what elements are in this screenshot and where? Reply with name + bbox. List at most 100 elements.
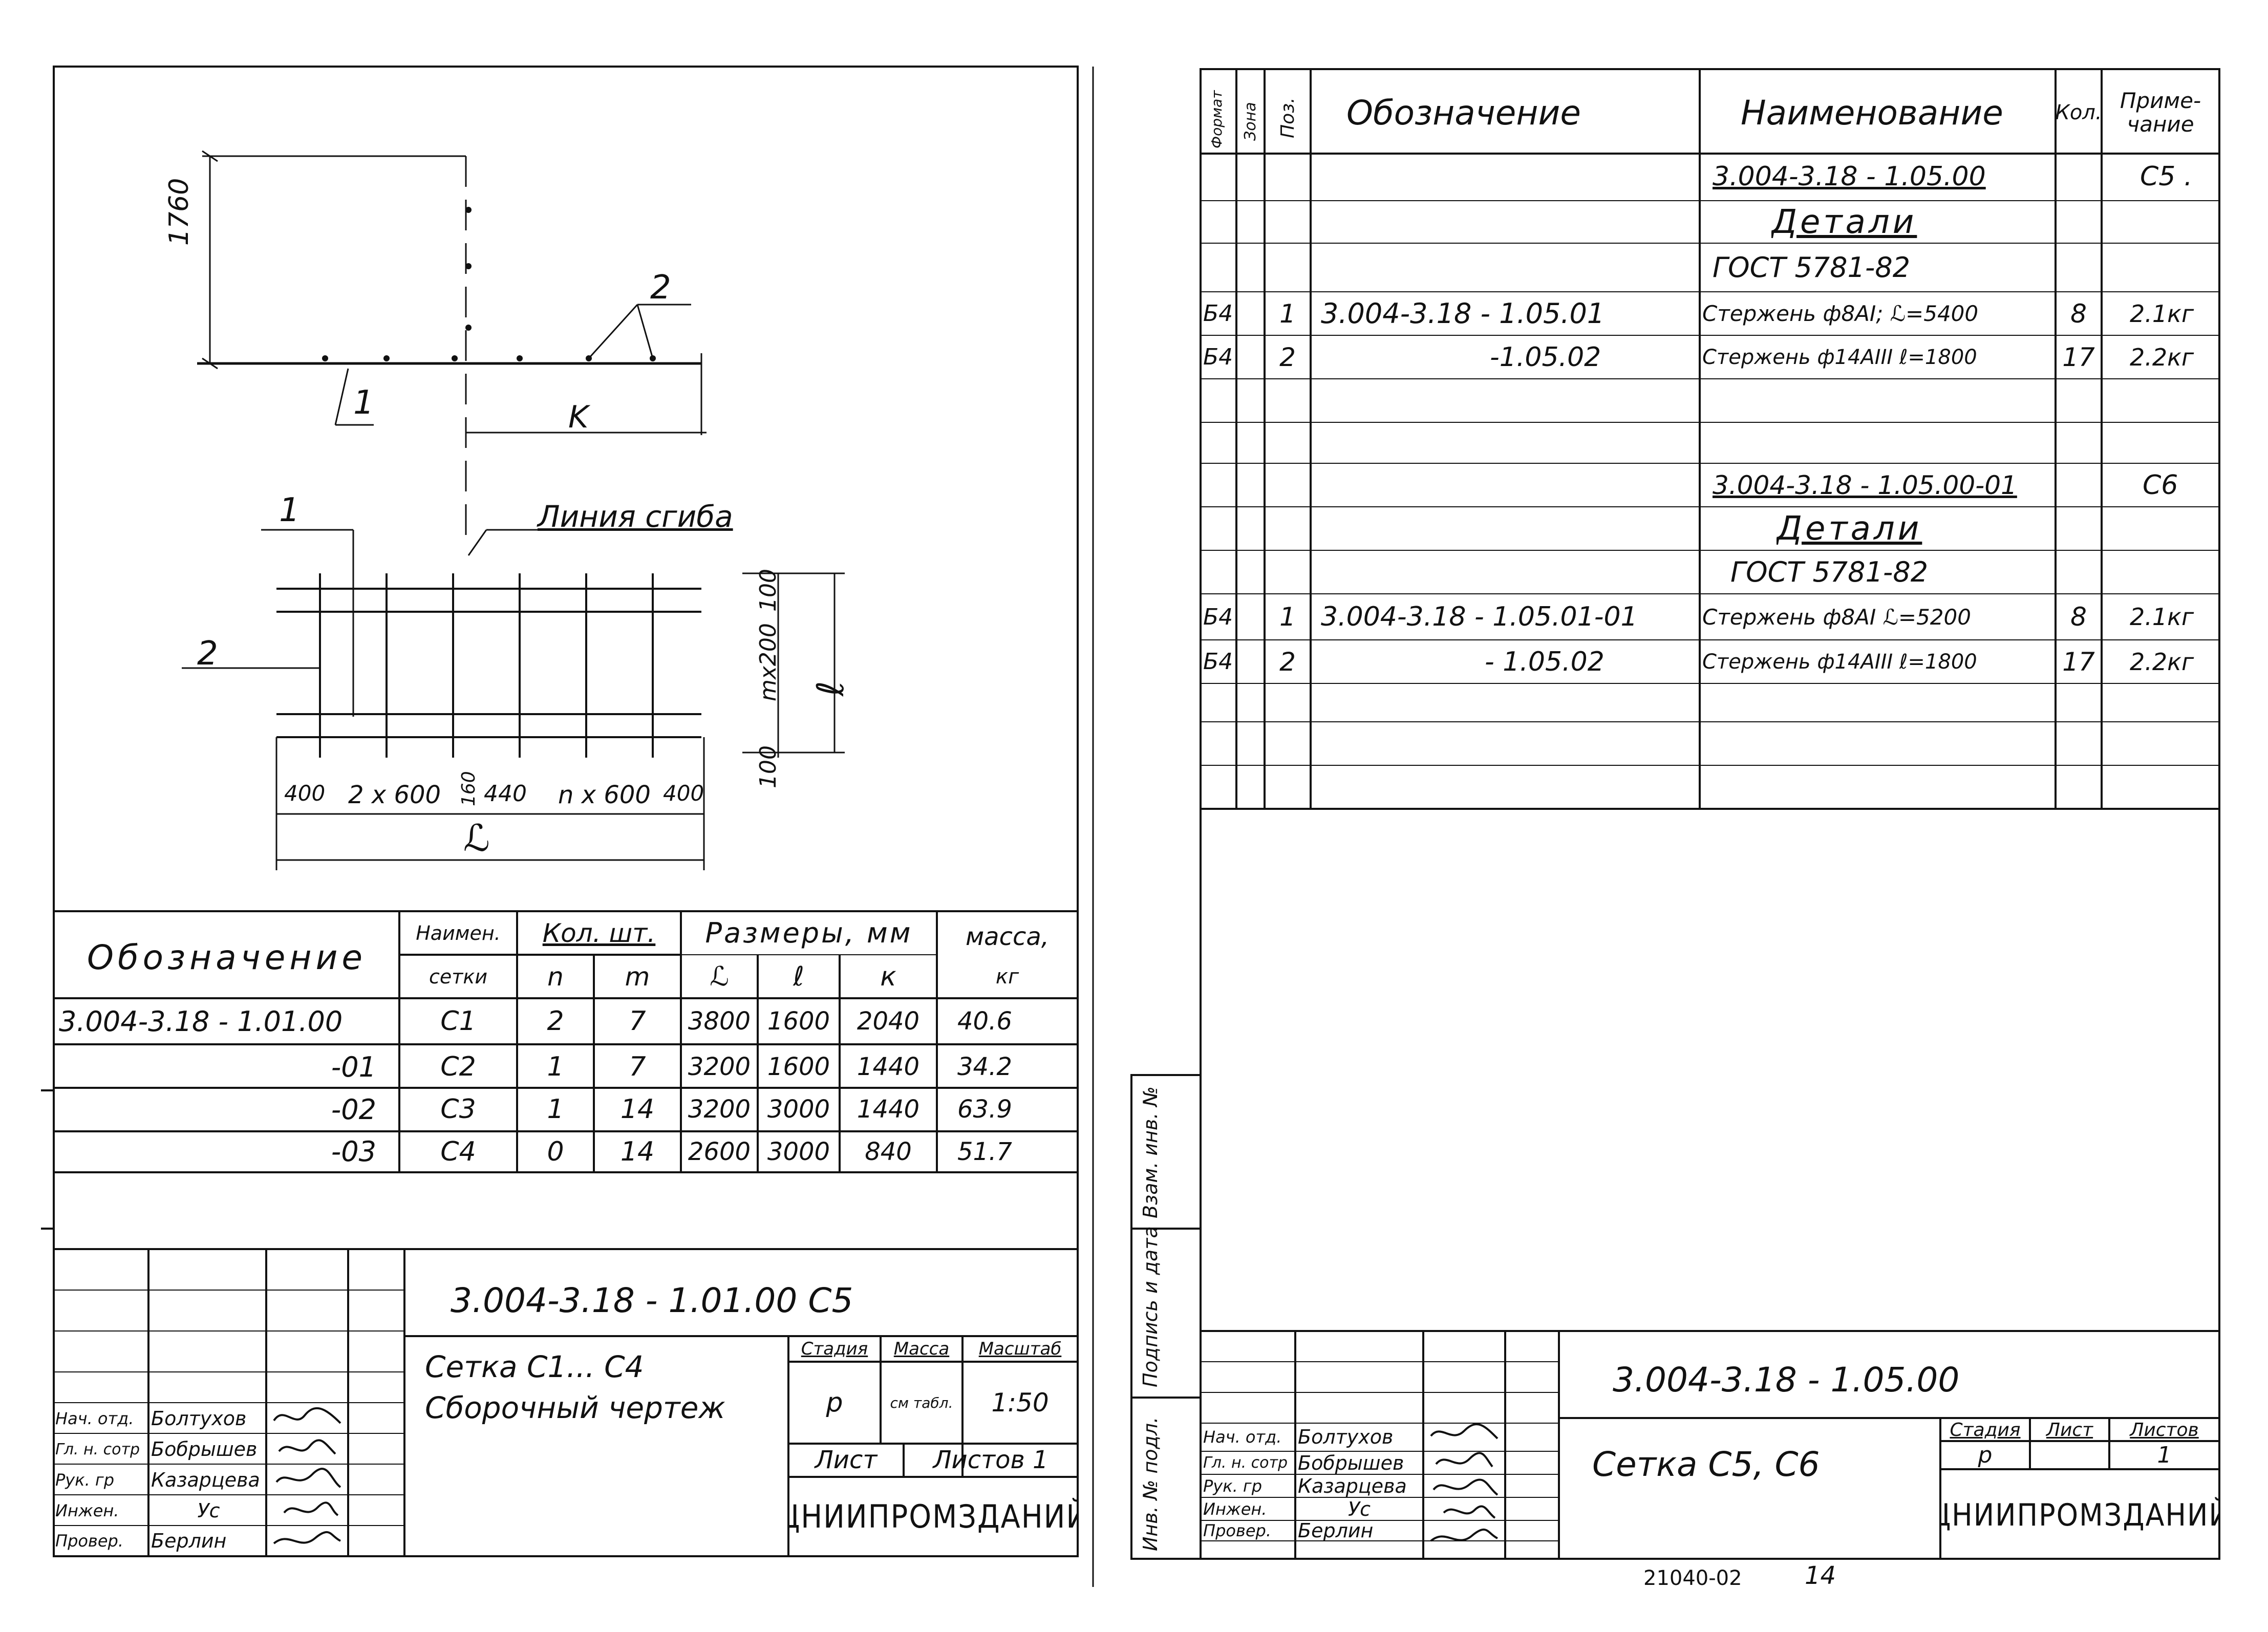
spec-designation: 3.004-3.18 - 1.05.01 <box>1321 297 1605 330</box>
spec-format: Б4 <box>1203 344 1233 370</box>
spec-note: 2.1кг <box>2130 299 2194 328</box>
spec-designation: -1.05.02 <box>1490 341 1601 373</box>
row-L: 2600 <box>688 1137 751 1166</box>
row-k: 2040 <box>857 1007 920 1036</box>
row-m: 14 <box>620 1094 655 1125</box>
spec-header-qty: Кол. <box>2056 101 2102 124</box>
staff-name: Ус <box>1347 1497 1371 1520</box>
row-name: С2 <box>440 1051 476 1082</box>
spec-qty: 8 <box>2070 602 2087 632</box>
spec-name: ГОСТ 5781-82 <box>1713 251 1911 284</box>
spec-name: Стержень ф14АIII ℓ=1800 <box>1702 650 1977 674</box>
spec-format: Б4 <box>1203 604 1233 630</box>
sheet-header: Лист <box>2046 1419 2093 1441</box>
spec-note: 2.1кг <box>2130 603 2194 631</box>
row-l: 1600 <box>767 1007 830 1036</box>
row-name: С3 <box>440 1094 476 1125</box>
dim-400-left: 400 <box>284 781 326 806</box>
table-header-l: ℓ <box>793 961 804 992</box>
dim-1760-label: 1760 <box>164 178 195 246</box>
row-l: 3000 <box>767 1137 830 1166</box>
spec-header-pos: Поз. <box>1277 97 1298 138</box>
signatures <box>273 1407 341 1544</box>
spec-pos: 2 <box>1279 342 1296 372</box>
dimension-l-label: ℓ <box>809 681 852 696</box>
position-2-label: 2 <box>650 269 671 307</box>
staff-role: Провер. <box>1203 1521 1271 1540</box>
spec-pos: 1 <box>1279 602 1296 632</box>
stamp-replaced-inventory: Взам. инв. № <box>1139 1086 1162 1218</box>
staff-role: Нач. отд. <box>55 1409 134 1428</box>
row-mass: 40.6 <box>957 1007 1012 1036</box>
table-header-kg: кг <box>995 964 1019 989</box>
staff-role: Провер. <box>55 1531 123 1551</box>
row-L: 3200 <box>688 1095 751 1124</box>
spec-format: Б4 <box>1203 300 1233 327</box>
sheets-header: Листов 1 <box>933 1446 1049 1474</box>
spec-designation: 3.004-3.18 - 1.05.01-01 <box>1321 602 1638 632</box>
spec-pos: 1 <box>1279 298 1296 329</box>
row-L: 3200 <box>688 1053 751 1081</box>
spec-pos: 2 <box>1279 647 1296 677</box>
spec-header-designation: Обозначение <box>1346 93 1581 133</box>
drawing-title-line1: Сетка С1... С4 <box>425 1349 644 1384</box>
row-k: 840 <box>865 1137 912 1166</box>
row-n: 2 <box>547 1006 564 1037</box>
plan-position-1-label: 1 <box>279 491 300 529</box>
row-m: 7 <box>629 1006 646 1037</box>
row-name: С1 <box>440 1006 476 1037</box>
row-n: 0 <box>547 1136 564 1167</box>
staff-role: Рук. гр <box>55 1470 115 1490</box>
dim-mx200: mx200 <box>755 623 781 701</box>
staff-name: Казарцева <box>1298 1474 1407 1497</box>
scale-header: Масштаб <box>978 1339 1062 1359</box>
table-header-m: m <box>625 961 650 992</box>
row-m: 14 <box>620 1136 655 1167</box>
staff-name: Берлин <box>1298 1520 1374 1541</box>
row-designation: -02 <box>331 1093 376 1126</box>
row-n: 1 <box>547 1094 564 1125</box>
sheets-value: 1 <box>2157 1442 2172 1468</box>
spec-header-zone: Зона <box>1242 102 1259 141</box>
position-1-label: 1 <box>353 384 374 422</box>
spec-name: Стержень ф8АI ℒ=5200 <box>1702 604 1971 630</box>
staff-name: Казарцева <box>151 1469 260 1491</box>
spec-header-name: Наименование <box>1741 93 2003 133</box>
spec-designation: - 1.05.02 <box>1485 646 1604 677</box>
spec-name: Детали <box>1771 203 1917 241</box>
album-number: 21040-02 <box>1643 1566 1742 1590</box>
table-header-name: Наимен. <box>416 921 501 944</box>
row-k: 1440 <box>857 1053 920 1081</box>
stage-header: Стадия <box>1950 1419 2021 1441</box>
doc-code: 3.004-3.18 - 1.05.00 <box>1613 1360 1960 1400</box>
staff-name: Бобрышев <box>1298 1451 1404 1474</box>
scale-value: 1:50 <box>991 1388 1049 1418</box>
spec-format: Б4 <box>1203 649 1233 675</box>
row-m: 7 <box>629 1051 646 1082</box>
signatures <box>1430 1423 1499 1542</box>
staff-role: Гл. н. сотр <box>55 1440 140 1458</box>
spec-header-note: Приме-чание <box>2120 88 2201 137</box>
stamp-inventory-no: Инв. № подл. <box>1139 1416 1162 1551</box>
spec-note: 2.2кг <box>2130 343 2194 371</box>
staff-role: Нач. отд. <box>1203 1427 1282 1447</box>
staff-role: Рук. гр <box>1203 1476 1263 1496</box>
row-n: 1 <box>547 1051 564 1082</box>
table-header-sizes: Размеры, мм <box>705 917 913 949</box>
plan-position-2-label: 2 <box>197 635 218 673</box>
page-number: 14 <box>1805 1561 1836 1590</box>
spec-name: 3.004-3.18 - 1.05.00 <box>1713 161 1986 192</box>
row-mass: 63.9 <box>957 1095 1012 1124</box>
stamp-signature-date: Подпись и дата <box>1139 1226 1162 1387</box>
row-mass: 51.7 <box>957 1137 1012 1166</box>
stage-header: Стадия <box>801 1339 868 1359</box>
sheets-header: Листов <box>2130 1419 2199 1441</box>
spec-note: 2.2кг <box>2130 648 2194 676</box>
dim-100-bottom: 100 <box>755 745 781 788</box>
bend-line-label: Линия сгиба <box>538 499 733 534</box>
left-sheet-frame <box>53 66 1079 1557</box>
table-header-designation: Обозначение <box>87 937 367 977</box>
staff-role: Инжен. <box>1203 1499 1267 1519</box>
organization-name: ЦНИИПРОМЗДАНИЙ <box>1940 1497 2219 1533</box>
